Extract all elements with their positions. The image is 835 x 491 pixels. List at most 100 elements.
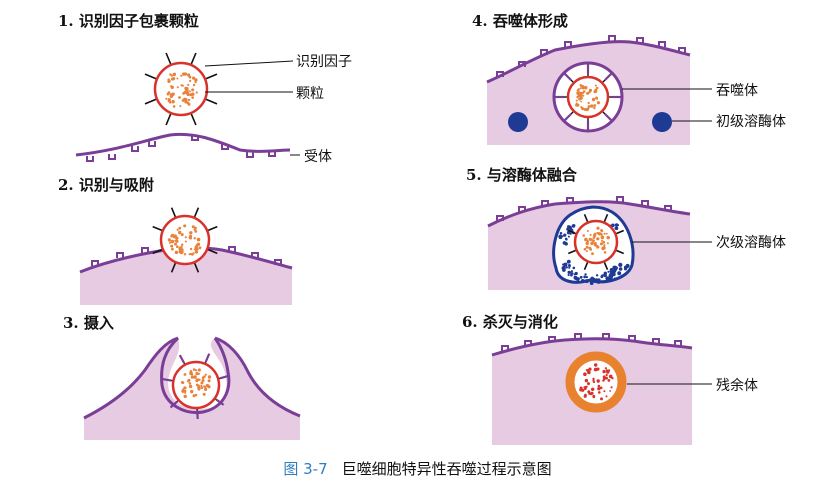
particle-dot (169, 98, 171, 100)
particle-dot (190, 390, 193, 393)
particle-dot (184, 253, 186, 255)
particle-dot (584, 86, 587, 89)
particle-dot (183, 224, 186, 227)
particle-dot (175, 251, 178, 254)
particle-dot (199, 246, 202, 249)
step5-scene (488, 197, 712, 290)
lysosome-granule (612, 266, 615, 269)
step6-scene (492, 334, 712, 445)
step5-title: 5. 与溶酶体融合 (466, 164, 577, 185)
particle-dot (594, 368, 598, 372)
figure-title: 巨噬细胞特异性吞噬过程示意图 (342, 460, 552, 478)
lysosome-granule (615, 223, 619, 227)
particle-dot (596, 232, 598, 234)
lysosome-granule (603, 273, 607, 277)
particle-dot (197, 386, 200, 389)
particle-dot (597, 101, 600, 104)
lysosome-granule (581, 279, 584, 282)
particle-dot (600, 387, 603, 390)
particle-dot (602, 379, 604, 381)
lysosome-granule (605, 276, 609, 280)
lysosome-granule (567, 260, 571, 264)
lysosome-icon (508, 112, 528, 132)
particle-dot (190, 93, 193, 96)
recognition-factor-spike (172, 208, 176, 217)
label-particle: 颗粒 (296, 83, 324, 103)
receptor-notch (163, 379, 172, 381)
particle-dot (593, 396, 595, 398)
particle-dot (184, 373, 187, 376)
particle-dot (601, 240, 603, 242)
particle-dot (586, 246, 589, 249)
particle-dot (594, 363, 597, 366)
particle-dot (171, 248, 174, 251)
particle-dot (180, 75, 182, 77)
particle-dot (593, 239, 595, 241)
particle-dot (195, 379, 198, 382)
particle-dot (608, 379, 611, 382)
particle-dot (595, 85, 597, 87)
receptor-membrane (76, 134, 290, 155)
lysosome-granule (570, 274, 573, 277)
lysosome-granule (574, 273, 576, 275)
particle-dot (191, 96, 194, 99)
lysosome-granule (585, 279, 589, 283)
recognition-factor-spike (153, 227, 162, 231)
lysosome-granule (610, 270, 614, 274)
particle-dot (174, 243, 177, 246)
particle-dot (187, 73, 190, 76)
residual-body-icon (570, 356, 622, 408)
lysosome-granule (560, 232, 563, 235)
particle-dot (183, 386, 186, 389)
particle-dot (181, 233, 184, 236)
particle-dot (168, 238, 171, 241)
label-receptor: 受体 (304, 146, 332, 166)
label-primary-lysosome: 初级溶酶体 (716, 111, 786, 131)
particle-dot (590, 239, 592, 241)
receptor-notch (149, 141, 155, 146)
particle-dot (169, 101, 171, 103)
receptor-notch (609, 36, 615, 41)
lysosome-granule (618, 263, 622, 267)
lysosome-granule (563, 267, 566, 270)
particle-dot (171, 100, 174, 103)
particle-dot (169, 242, 171, 244)
particle-dot (180, 248, 183, 251)
lysosome-granule (584, 273, 586, 275)
secondary-lysosome (554, 207, 633, 285)
particle-dot (584, 248, 587, 251)
particle-dot (598, 391, 601, 394)
particle-dot (594, 244, 596, 246)
particle-dot (587, 382, 590, 385)
lysosome-granule (590, 281, 594, 285)
particle-dot (185, 236, 187, 238)
particle-dot (596, 237, 599, 240)
particle-dot (198, 368, 201, 371)
particle-dot (171, 240, 175, 244)
particle-dot (176, 245, 179, 248)
lysosome-granule (565, 242, 567, 244)
particle-dot (588, 105, 591, 108)
particle-dot (192, 252, 194, 254)
particle-dot (586, 369, 589, 372)
lysosome-granule (568, 274, 570, 276)
particle-dot (189, 385, 192, 388)
particle-dot (173, 236, 175, 238)
particle-dot (193, 375, 197, 379)
particle-dot (604, 251, 607, 254)
particle-dot (182, 73, 184, 75)
lysosome-granule (617, 271, 621, 275)
particle-dot (580, 85, 583, 88)
particle-dot (591, 252, 594, 255)
particle-dot (609, 375, 613, 379)
particle-dot (577, 88, 580, 91)
lysosome-granule (614, 277, 616, 279)
recognition-factor-spike (206, 74, 217, 79)
particle-icon (145, 53, 217, 125)
lysosome-granule (597, 281, 600, 284)
lysosome-granule (592, 278, 596, 282)
particle-dot (588, 247, 591, 250)
particle-dot (203, 375, 206, 378)
particle-dot (585, 386, 587, 388)
